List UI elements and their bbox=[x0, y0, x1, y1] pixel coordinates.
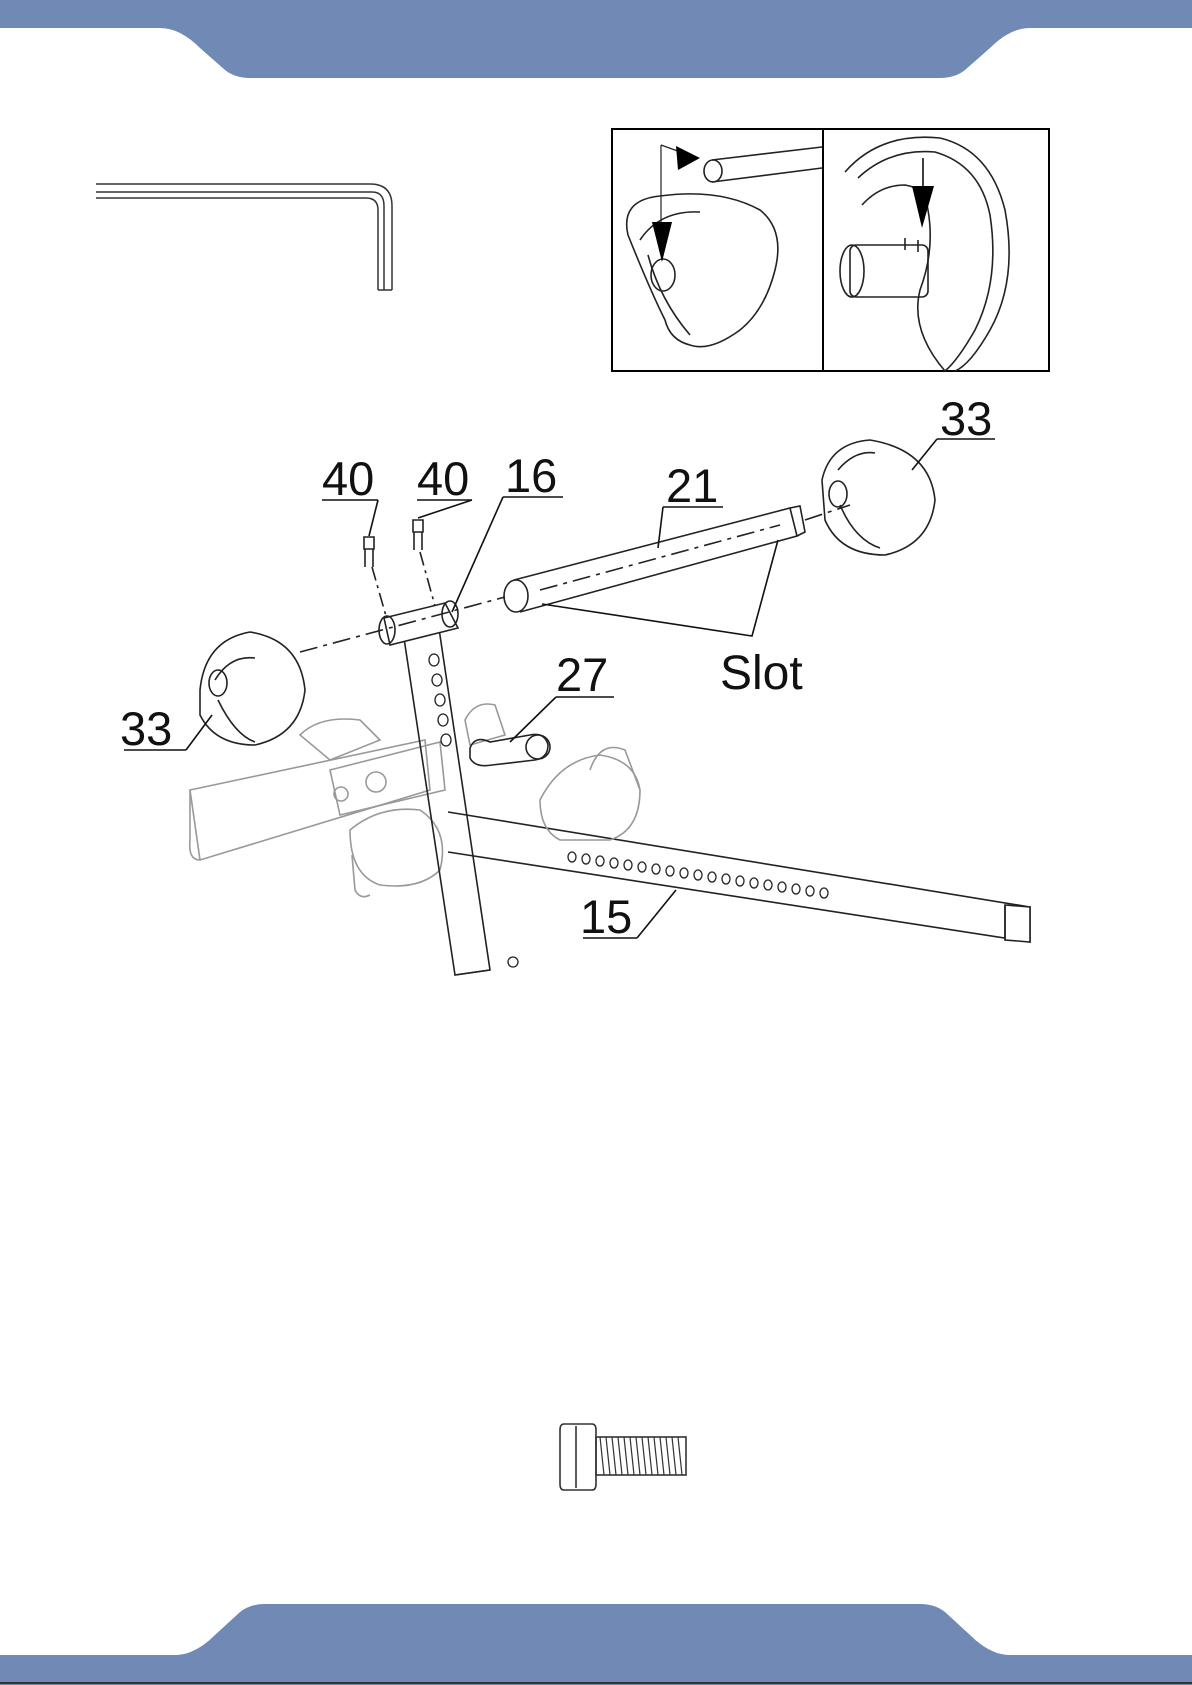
bolt-illustration bbox=[0, 0, 1192, 1685]
